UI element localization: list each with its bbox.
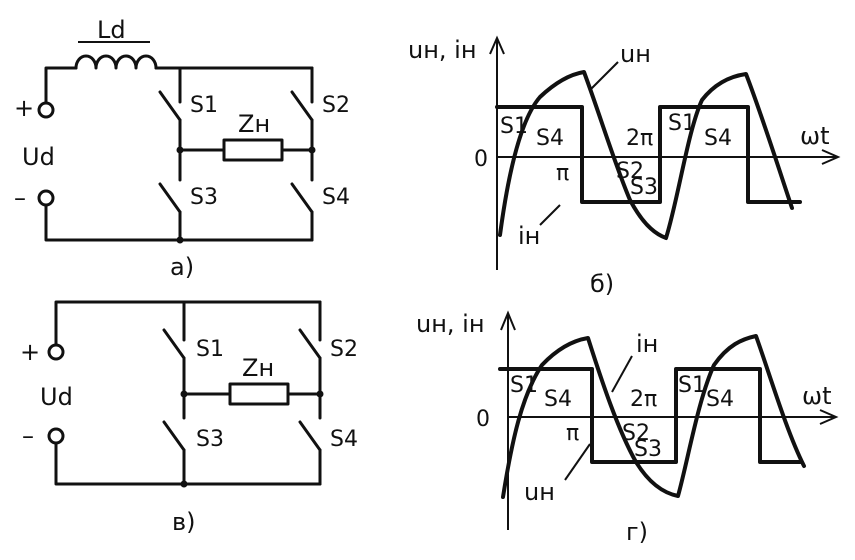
switch-s4-v <box>298 420 322 452</box>
curve-pointer-b <box>589 61 619 91</box>
s2-label-v: S2 <box>330 337 358 362</box>
load-label-v: Zн <box>242 354 274 382</box>
s1-label-a: S1 <box>190 93 218 118</box>
smooth-wave-b <box>498 70 794 240</box>
voltage-label-v: Ud <box>40 383 73 411</box>
load-resistor-a <box>222 138 284 162</box>
circuit-v: + – Ud Zн S1 S2 S3 S4 в) <box>20 300 358 536</box>
zero-label-g: 0 <box>476 407 490 432</box>
wave-label-g: iн <box>636 330 658 358</box>
bottom-rail-v <box>54 441 322 486</box>
square-label-g: uн <box>524 478 555 506</box>
interval-s3-g: S3 <box>634 437 662 462</box>
curve-pointer-b <box>539 204 561 226</box>
smooth-wave-g <box>501 334 806 499</box>
top-rail-v <box>54 300 322 347</box>
s1-label-v: S1 <box>196 337 224 362</box>
interval-s1b-g: S1 <box>678 373 706 398</box>
inductor-coil <box>74 54 158 70</box>
switch-s2-v <box>298 328 322 360</box>
switch-s1-v <box>162 328 186 360</box>
interval-s4-b: S4 <box>536 126 564 151</box>
pi-label-b: π <box>556 161 569 186</box>
pi-label-g: π <box>566 421 579 446</box>
x-label-b: ωt <box>800 122 830 150</box>
s4-label-v: S4 <box>330 427 358 452</box>
caption-v: в) <box>172 508 196 536</box>
two-pi-label-b: 2π <box>626 126 653 151</box>
minus-terminal-a <box>37 189 55 207</box>
x-axis-arrow-g <box>819 409 839 425</box>
switch-s4-a <box>290 182 314 214</box>
y-axis-arrow-b <box>489 35 505 55</box>
voltage-label-a: Ud <box>22 143 55 171</box>
s2-label-a: S2 <box>322 93 350 118</box>
load-label-a: Zн <box>238 110 270 138</box>
graph-g: uн, iн ωt 0 uн iн π 2π S1 S4 S2 S3 S1 S4… <box>416 310 839 546</box>
s4-label-a: S4 <box>322 185 350 210</box>
bottom-rail-a <box>44 203 314 242</box>
minus-terminal-v <box>47 427 65 445</box>
interval-s1-g: S1 <box>510 373 538 398</box>
circuit-a: + – Ud Ld Zн S1 S2 S3 S4 а) <box>14 16 350 281</box>
curve-pointer-g <box>611 355 633 393</box>
caption-a: а) <box>170 253 194 281</box>
interval-s4b-b: S4 <box>704 126 732 151</box>
load-resistor-v <box>228 382 290 406</box>
interval-s3-b: S3 <box>630 175 658 200</box>
switch-s3-a <box>158 182 182 214</box>
switch-s2-a <box>290 90 314 122</box>
y-label-g: uн, iн <box>416 310 485 338</box>
caption-b: б) <box>590 270 614 298</box>
square-wave-b <box>495 105 802 204</box>
s3-label-v: S3 <box>196 427 224 452</box>
plus-sign-a: + <box>14 94 34 122</box>
graph-b: uн, iн ωt 0 iн uн π 2π S1 S4 S2 S3 S1 S4… <box>408 35 841 298</box>
inductor-label: Ld <box>97 16 126 44</box>
top-wire-a <box>44 66 78 105</box>
plus-terminal-a <box>37 101 55 119</box>
caption-g: г) <box>626 518 648 546</box>
interval-s2-g: S2 <box>622 421 650 446</box>
wave-label-b: uн <box>620 40 651 68</box>
curve-pointer-g <box>564 443 591 481</box>
minus-sign-a: – <box>14 184 26 212</box>
interval-s1-b: S1 <box>500 114 528 139</box>
x-label-g: ωt <box>802 382 832 410</box>
minus-sign-v: – <box>22 422 34 450</box>
node-a <box>176 236 184 244</box>
s3-label-a: S3 <box>190 185 218 210</box>
plus-terminal-v <box>47 343 65 361</box>
y-axis-arrow-g <box>500 310 516 331</box>
square-label-b: iн <box>518 222 540 250</box>
plus-sign-v: + <box>20 338 40 366</box>
two-pi-label-g: 2π <box>630 387 657 412</box>
x-axis-arrow-b <box>821 149 841 165</box>
switch-s3-v <box>162 420 186 452</box>
switch-s1-a <box>158 90 182 122</box>
interval-s1b-b: S1 <box>668 111 696 136</box>
interval-s4-g: S4 <box>544 387 572 412</box>
interval-s4b-g: S4 <box>706 387 734 412</box>
square-wave-g <box>498 367 802 464</box>
y-label-b: uн, iн <box>408 36 477 64</box>
interval-s2-b: S2 <box>616 159 644 184</box>
zero-label-b: 0 <box>474 147 488 172</box>
node-v <box>180 480 188 488</box>
